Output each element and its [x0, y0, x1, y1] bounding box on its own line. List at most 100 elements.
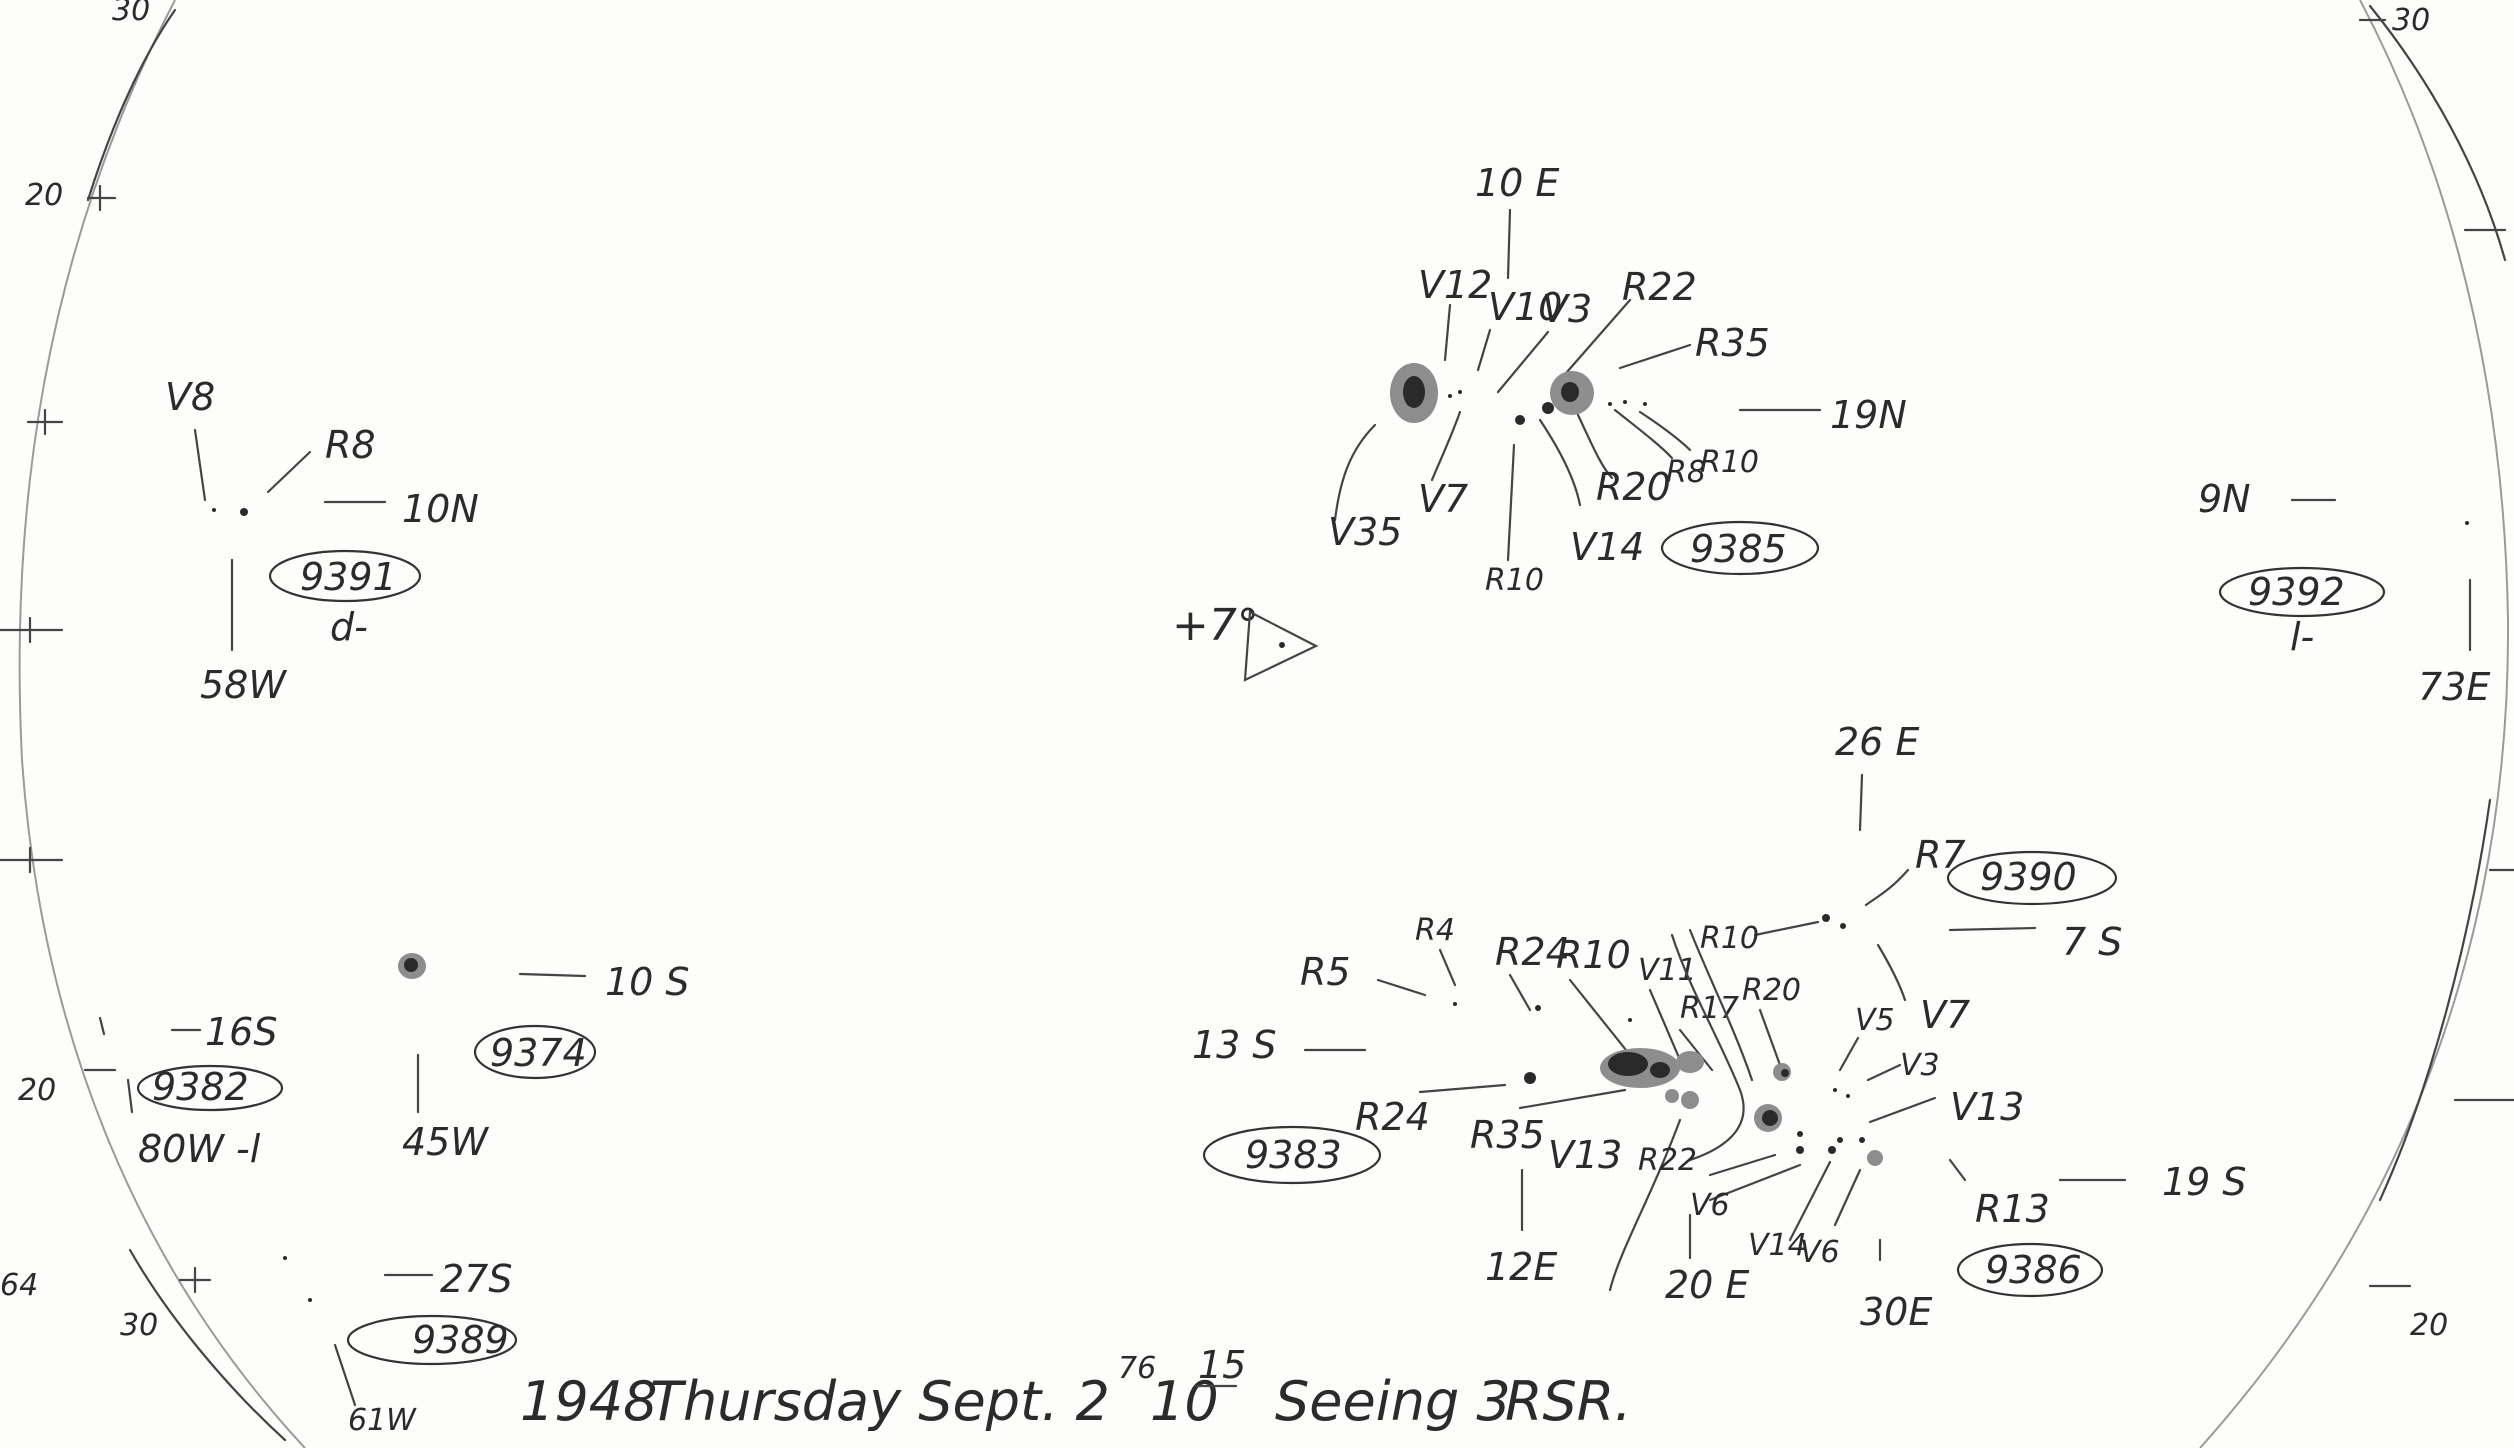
solar-limb-left-pencil [86, 8, 287, 1442]
g9386-leader-spot [1762, 1110, 1778, 1126]
g9383-lon: 12E [1485, 1245, 1557, 1289]
scale-mark-top-right: 30 [2392, 3, 2430, 38]
g9385-follower-spot [1561, 382, 1579, 402]
g9385-r22: R22 [1622, 265, 1697, 309]
scale-mark-left-bottom: 30 [120, 1308, 158, 1343]
g9386-number-oval [1956, 1242, 2104, 1298]
group-9383: R5 R4 R24 R10 V11 R17 13 S R24 R35 V13 9… [1192, 913, 1754, 1292]
g9386-v13: V13 [1950, 1085, 2024, 1129]
group-9386: R10 R20 V5 V3 V13 R22 V6 V14 V6 R13 19 S… [1638, 921, 2247, 1334]
mid-lon: 20 E [1665, 1263, 1749, 1307]
g9392-lat: 9N [2198, 477, 2251, 521]
g9385-r20: R20 [1596, 465, 1671, 509]
orientation-mark: +7° [1172, 600, 1319, 682]
g9390-number-oval [1946, 850, 2118, 906]
scale-mark-top-left: 30 [112, 0, 150, 28]
g9385-lon: 10 E [1475, 161, 1559, 205]
group-9374: 10 S 9374 45W [398, 953, 690, 1164]
group-9390: 26 E R7 9390 7 S V7 [1753, 720, 2122, 1037]
g9382-number: 9382 [152, 1065, 249, 1109]
g9390-r7: R7 [1915, 833, 1966, 877]
g9383-r24b: R24 [1355, 1095, 1430, 1139]
g9389-number: 9389 [412, 1318, 509, 1362]
footer-year: 1948 [520, 1370, 657, 1433]
g9391-lat: 10N [402, 487, 479, 531]
g9383-v13: V13 [1548, 1133, 1622, 1177]
g9385-v14: V14 [1570, 525, 1644, 569]
g9385-lat: 19N [1830, 393, 1907, 437]
g9374-number: 9374 [490, 1031, 587, 1075]
g9390-spot [1822, 914, 1830, 922]
g9382-number-oval [136, 1064, 284, 1112]
solar-limb-right [2199, 0, 2510, 1448]
footer-date-sup: 76 [1118, 1351, 1156, 1386]
g9391-r-label: R8 [325, 423, 376, 467]
g9385-leader-spot [1403, 376, 1425, 408]
group-9392: 9N 9392 l- 73E [2198, 477, 2490, 709]
g9386-v6a: V6 [1690, 1188, 1730, 1223]
g9383-number: 9383 [1245, 1133, 1342, 1177]
g9386-v3: V3 [1900, 1048, 1940, 1083]
g9390-lon: 26 E [1835, 720, 1919, 764]
g9383-leader-spot [1608, 1052, 1648, 1076]
footer-date: Thursday Sept. 2 [650, 1370, 1110, 1433]
g9383-v11: V11 [1638, 953, 1697, 988]
g9390-lat: 7 S [2062, 920, 2122, 964]
g9385-v7: V7 [1418, 477, 1468, 521]
g9385-v35: V35 [1328, 510, 1402, 554]
g9385-r8: R8 [1666, 455, 1706, 490]
footer-seeing: Seeing 3 [1275, 1370, 1511, 1433]
scale-mark-left-lower: 20 [18, 1073, 56, 1108]
g9386-lat: 19 S [2162, 1160, 2247, 1204]
left-scale-ticks [0, 184, 212, 1294]
g9389-number-oval [346, 1314, 518, 1366]
g9392-number-oval [2218, 566, 2386, 618]
g9374-number-oval [473, 1024, 597, 1080]
g9386-r20: R20 [1742, 973, 1801, 1008]
footer-observer: RSR. [1505, 1370, 1631, 1433]
scale-mark-right-bottom: 20 [2410, 1308, 2448, 1343]
g9383-lat: 13 S [1192, 1023, 1277, 1067]
g9383-r5: R5 [1300, 950, 1351, 994]
g9391-number-oval [268, 549, 422, 603]
g9385-r35: R35 [1695, 321, 1770, 365]
g9386-r22: R22 [1638, 1143, 1697, 1178]
g9391-number: 9391 [300, 555, 397, 599]
g9383-r10: R10 [1556, 933, 1631, 977]
g9383-r24a: R24 [1495, 930, 1570, 974]
g9382-lat: 16S [205, 1010, 277, 1054]
g9386-v14: V14 [1748, 1228, 1807, 1263]
g9385-number-oval [1660, 520, 1820, 576]
g9386-number: 9386 [1985, 1248, 2082, 1292]
g9392-lon: 73E [2418, 665, 2490, 709]
scale-mark-left-upper: 20 [25, 178, 63, 213]
g9390-v7: V7 [1920, 993, 1970, 1037]
g9392-number: 9392 [2248, 570, 2345, 614]
g9386-r13: R13 [1975, 1187, 2050, 1231]
g9391-lon: 58W [200, 663, 287, 707]
group-9382: 16S 9382 80W -l [98, 1010, 284, 1171]
g9392-class: l- [2290, 615, 2314, 659]
orientation-label: +7° [1172, 600, 1259, 651]
g9389-lon: 61W [348, 1403, 417, 1438]
g9386-v5: V5 [1855, 1003, 1895, 1038]
group-9391: V8 R8 10N 9391 d- 58W [165, 375, 479, 707]
group-9389: 27S 9389 61W [283, 1256, 518, 1438]
g9385-v12: V12 [1418, 263, 1492, 307]
g9383-r35: R35 [1470, 1113, 1545, 1157]
g9374-lat: 10 S [605, 960, 690, 1004]
solar-limb-right-pencil [2368, 4, 2507, 1202]
g9385-v10: V10 [1488, 285, 1562, 329]
g9391-class: d- [330, 605, 368, 649]
g9385-r10b: R10 [1700, 445, 1759, 480]
g9374-lon: 45W [402, 1120, 489, 1164]
g9374-spot [404, 958, 418, 972]
scale-mark-bottom-left-corner: 64 [0, 1268, 38, 1303]
right-scale-ticks [2358, 18, 2514, 1288]
footer-time: 10 [1150, 1370, 1219, 1433]
g9386-v6b: V6 [1800, 1235, 1840, 1270]
g9386-r10: R10 [1700, 921, 1759, 956]
g9391-spot [240, 508, 248, 516]
g9390-number: 9390 [1980, 855, 2077, 899]
